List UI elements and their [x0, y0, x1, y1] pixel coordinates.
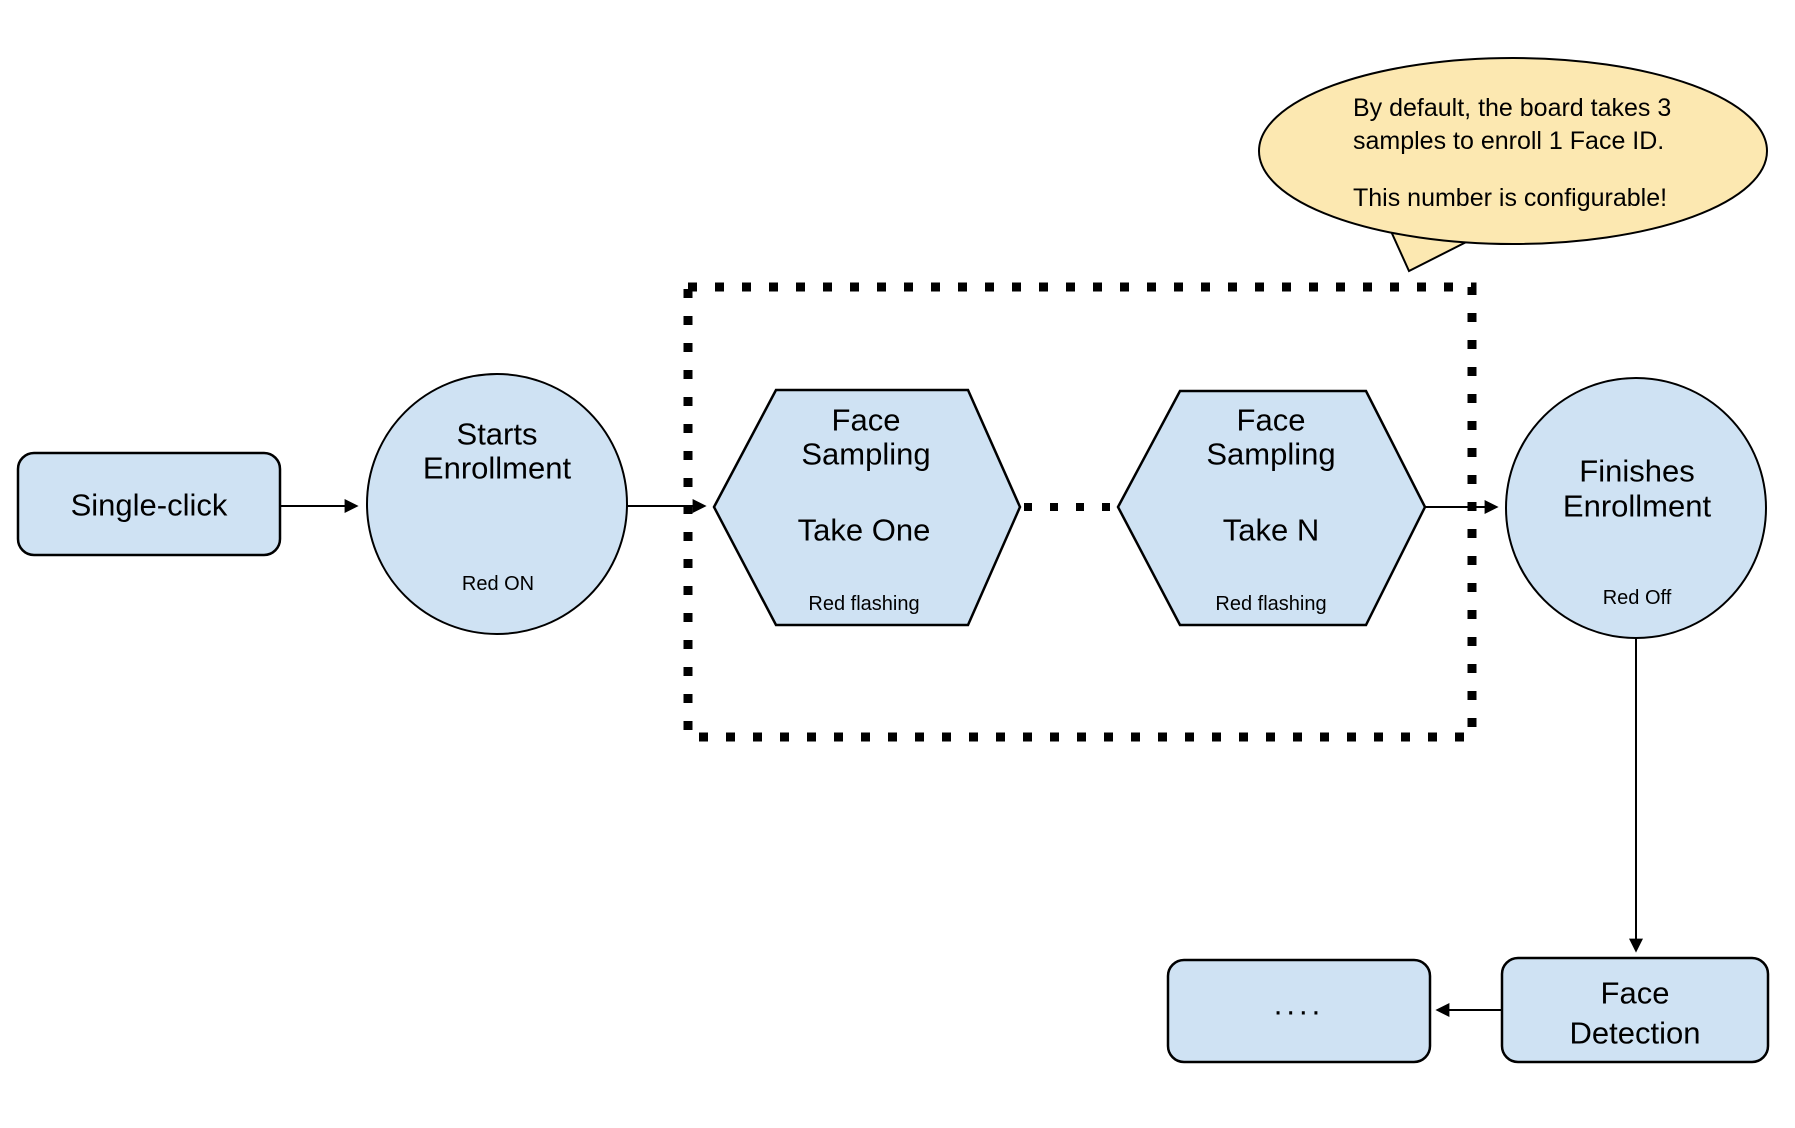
- starts-enrollment-node: [366, 373, 628, 635]
- face-detection-label-line2: Detection: [1569, 1015, 1701, 1051]
- single-click-node: [16, 451, 282, 557]
- sampling-group-dotted-border: [683, 282, 1477, 742]
- starts-enrollment-label-line1: Starts: [456, 416, 538, 452]
- callout-text-line1: By default, the board takes 3: [1353, 94, 1672, 122]
- finishes-enrollment-label-line1: Finishes: [1579, 453, 1695, 489]
- face-sampling-one-label-line1: Face: [831, 402, 901, 438]
- face-sampling-one-subtitle: Take One: [797, 512, 931, 548]
- callout-text-line3: This number is configurable!: [1353, 184, 1668, 212]
- face-sampling-n-subtitle: Take N: [1222, 512, 1320, 548]
- ellipsis-node: [1166, 958, 1432, 1064]
- starts-enrollment-label-line2: Enrollment: [422, 450, 572, 486]
- face-sampling-n-status: Red flashing: [1215, 593, 1327, 615]
- face-sampling-one-node: [712, 388, 1022, 627]
- face-sampling-one-label-line2: Sampling: [801, 436, 931, 472]
- callout-bubble: [1258, 57, 1768, 245]
- face-sampling-n-label-line2: Sampling: [1206, 436, 1336, 472]
- finishes-enrollment-status: Red Off: [1602, 587, 1672, 609]
- starts-enrollment-status: Red ON: [461, 573, 535, 595]
- face-detection-label-line1: Face: [1600, 975, 1670, 1011]
- face-sampling-n-label-line1: Face: [1236, 402, 1306, 438]
- face-sampling-one-status: Red flashing: [808, 593, 920, 615]
- callout-text-line2: samples to enroll 1 Face ID.: [1353, 127, 1665, 155]
- ellipsis-box-label: ....: [1273, 986, 1325, 1022]
- single-click-label: Single-click: [70, 487, 228, 523]
- finishes-enrollment-label-line2: Enrollment: [1562, 488, 1712, 524]
